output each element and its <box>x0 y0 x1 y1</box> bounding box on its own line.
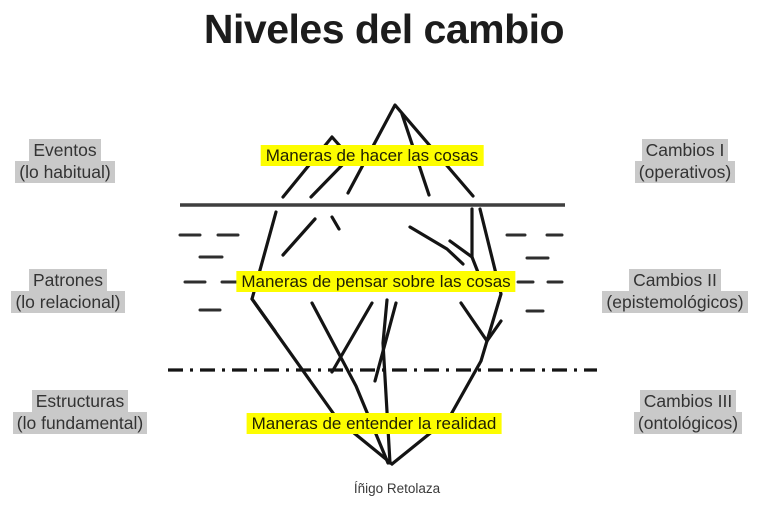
label-cambios-3-line1: Cambios III <box>639 390 737 412</box>
iceberg-below-water <box>250 207 503 466</box>
label-patrones: Patrones (lo relacional) <box>0 269 136 313</box>
label-estructuras: Estructuras (lo fundamental) <box>0 390 160 434</box>
attribution: Íñigo Retolaza <box>353 481 441 496</box>
label-patrones-line2: (lo relacional) <box>11 291 125 313</box>
label-patrones-line1: Patrones <box>28 269 108 291</box>
label-cambios-2-line1: Cambios II <box>629 269 721 291</box>
label-cambios-2-line2: (epistemológicos) <box>602 291 748 313</box>
water-dashes <box>178 233 564 313</box>
label-cambios-3-line2: (ontológicos) <box>633 412 743 434</box>
label-maneras-hacer: Maneras de hacer las cosas <box>260 145 484 166</box>
label-cambios-2: Cambios II (epistemológicos) <box>582 269 768 313</box>
label-estructuras-line2: (lo fundamental) <box>12 412 148 434</box>
label-eventos: Eventos (lo habitual) <box>0 139 130 183</box>
label-cambios-1-line2: (operativos) <box>634 161 736 183</box>
label-maneras-pensar: Maneras de pensar sobre las cosas <box>236 271 516 292</box>
label-estructuras-line1: Estructuras <box>31 390 129 412</box>
page-title: Niveles del cambio <box>203 6 565 52</box>
label-cambios-1-line1: Cambios I <box>641 139 729 161</box>
label-cambios-3: Cambios III (ontológicos) <box>612 390 764 434</box>
label-maneras-entender: Maneras de entender la realidad <box>246 413 502 434</box>
label-eventos-line1: Eventos <box>29 139 101 161</box>
label-eventos-line2: (lo habitual) <box>15 161 115 183</box>
label-cambios-1: Cambios I (operativos) <box>612 139 758 183</box>
